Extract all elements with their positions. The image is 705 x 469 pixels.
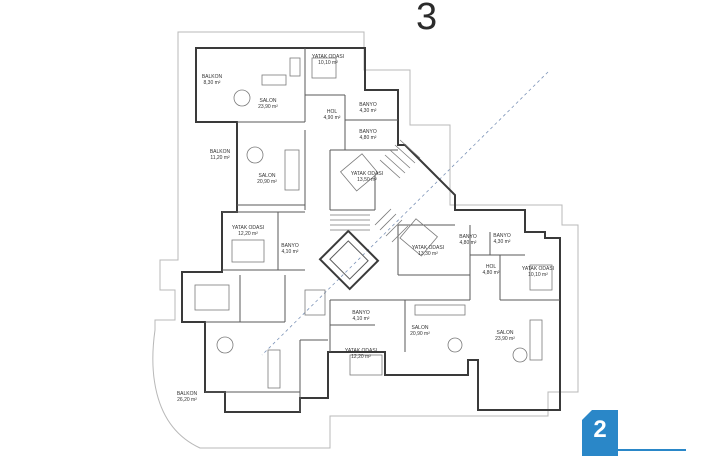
page-badge-line <box>616 449 686 451</box>
room-hol-2-area: 4,80 m² <box>483 270 500 276</box>
room-banyo-2-name: BANYO <box>359 129 377 135</box>
interior-walls <box>205 48 560 412</box>
room-yatak-5-name: YATAK ODASI <box>522 266 554 272</box>
room-banyo-6-area: 4,10 m² <box>353 316 370 322</box>
room-balkon-1-area: 8,30 m² <box>204 80 221 86</box>
furniture <box>194 57 553 389</box>
room-yatak-2-name: YATAK ODASI <box>351 171 383 177</box>
room-banyo-1-area: 4,30 m² <box>360 108 377 114</box>
room-yatak-4-name: YATAK ODASI <box>412 245 444 251</box>
room-salon-2-name: SALON <box>259 173 276 179</box>
room-yatak-1-area: 10,10 m² <box>318 60 338 66</box>
room-salon-3-area: 20,90 m² <box>410 331 430 337</box>
room-banyo-1-name: BANYO <box>359 102 377 108</box>
room-balkon-1-name: BALKON <box>202 74 223 80</box>
room-yatak-1-name: YATAK ODASI <box>312 54 344 60</box>
room-salon-1-area: 23,90 m² <box>258 104 278 110</box>
room-banyo-4-area: 4,80 m² <box>460 240 477 246</box>
room-banyo-6-name: BANYO <box>352 310 370 316</box>
room-salon-3-name: SALON <box>412 325 429 331</box>
room-yatak-5-area: 10,10 m² <box>528 272 548 278</box>
room-yatak-6-name: YATAK ODASI <box>345 348 377 354</box>
room-banyo-3-name: BANYO <box>281 243 299 249</box>
floor-number: 3 <box>416 0 438 38</box>
room-labels: BALKON 8,30 m² SALON 23,90 m² YATAK ODAS… <box>177 54 554 403</box>
room-banyo-5-name: BANYO <box>493 233 511 239</box>
terrace-outline <box>152 31 579 449</box>
room-yatak-3-name: YATAK ODASI <box>232 225 264 231</box>
room-salon-1-name: SALON <box>260 98 277 104</box>
room-salon-2-area: 20,90 m² <box>257 179 277 185</box>
room-banyo-2-area: 4,80 m² <box>360 135 377 141</box>
room-balkon-3-name: BALKON <box>177 391 198 397</box>
page-badge <box>582 410 618 456</box>
room-balkon-2-area: 11,20 m² <box>210 155 230 161</box>
room-salon-4-area: 23,90 m² <box>495 336 515 342</box>
exterior-wall <box>181 47 561 413</box>
page-number: 2 <box>593 416 607 443</box>
stair-core <box>318 139 421 291</box>
diagonal-axis-line <box>261 71 549 356</box>
room-hol-1-area: 4,90 m² <box>324 115 341 121</box>
room-yatak-3-area: 12,20 m² <box>238 231 258 237</box>
room-yatak-6-area: 12,20 m² <box>351 354 371 360</box>
room-banyo-3-area: 4,10 m² <box>282 249 299 255</box>
room-yatak-4-area: 13,30 m² <box>418 251 438 257</box>
room-yatak-2-area: 13,50 m² <box>357 177 377 183</box>
room-balkon-3-area: 26,20 m² <box>177 397 197 403</box>
room-balkon-2-name: BALKON <box>210 149 231 155</box>
page-badge-shape <box>582 410 618 456</box>
room-hol-1-name: HOL <box>327 109 338 115</box>
room-hol-2-name: HOL <box>486 264 497 270</box>
room-banyo-5-area: 4,30 m² <box>494 239 511 245</box>
room-salon-4-name: SALON <box>497 330 514 336</box>
room-banyo-4-name: BANYO <box>459 234 477 240</box>
